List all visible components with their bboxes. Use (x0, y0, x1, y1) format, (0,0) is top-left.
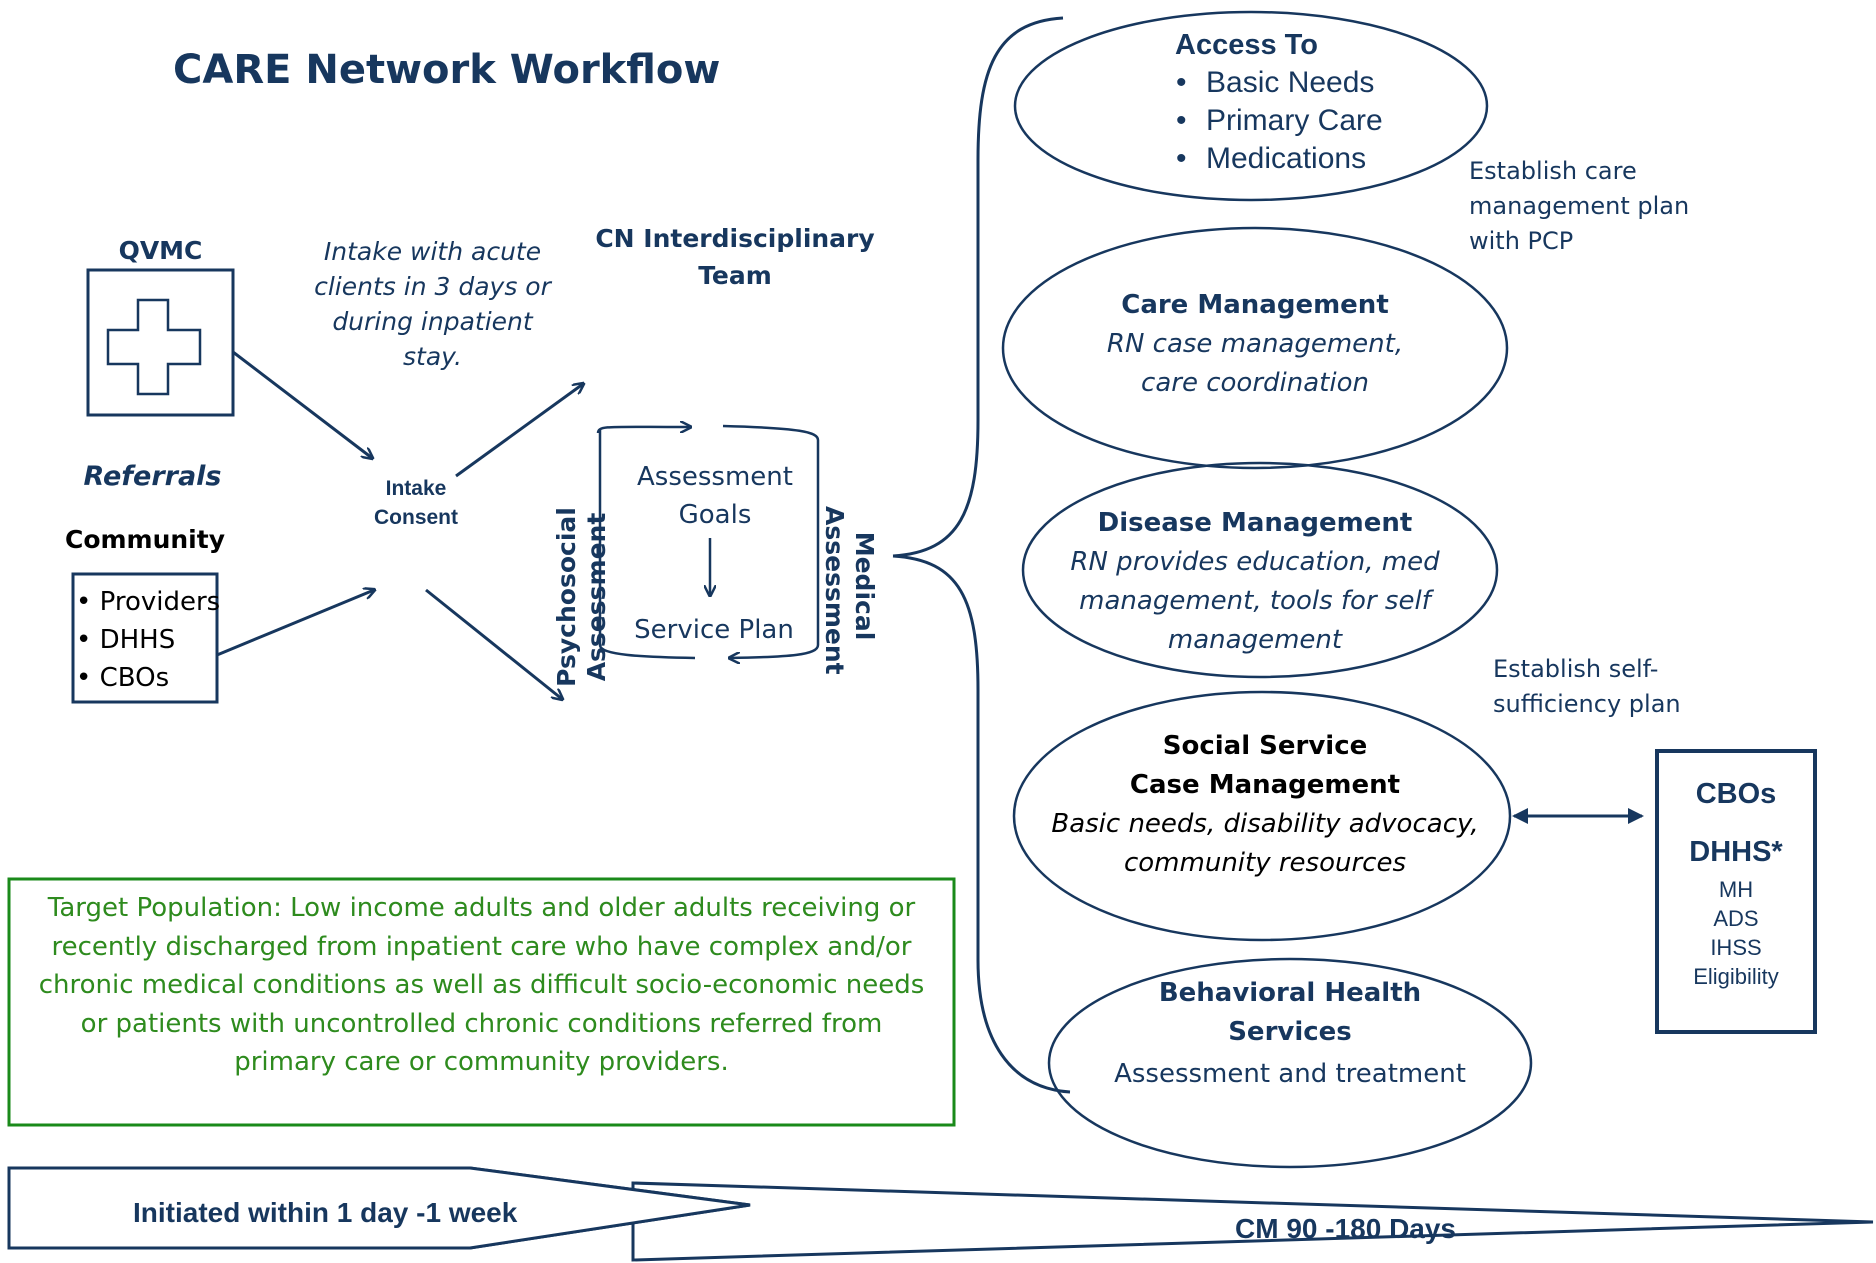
arrow-qvmc-to-intake (232, 350, 372, 458)
care-management-text: Care Management RN case management, care… (1055, 286, 1455, 403)
cycle-top-right (722, 424, 820, 441)
access-item-primary-care: Primary Care (1172, 102, 1383, 140)
social-service-text: Social Service Case Management Basic nee… (1040, 727, 1490, 883)
cycle-top-arrow (596, 427, 690, 434)
timeline-initiated-label: Initiated within 1 day -1 week (133, 1197, 518, 1228)
partners-cbos: CBOs (1695, 778, 1777, 810)
cycle-bottom-left (598, 644, 696, 660)
self-sufficiency-note: Establish self- sufficiency plan (1493, 655, 1681, 718)
social-service-ellipse (1012, 690, 1512, 942)
target-population-text: Target Population: Low income adults and… (38, 893, 925, 1077)
cycle-bottom-arrow (730, 644, 820, 658)
team-title: CN Interdisciplinary Team (595, 224, 875, 290)
arrow-intake-to-psychosocial (425, 588, 562, 699)
qvmc-box (86, 268, 235, 417)
access-list: Basic Needs Primary Care Medications (1172, 64, 1383, 178)
partners-box (1655, 749, 1817, 1034)
behavioral-health-title-1: Behavioral Health (1158, 978, 1422, 1008)
community-item-dhhs: • DHHS (76, 625, 176, 655)
community-list: • Providers • DHHS • CBOs (76, 583, 220, 697)
qvmc-label: QVMC (118, 236, 203, 265)
community-label: Community (64, 525, 226, 554)
community-item-cbos: • CBOs (76, 663, 170, 693)
medical-cross-icon (106, 298, 202, 396)
community-box (71, 572, 219, 704)
care-management-ellipse (1001, 226, 1509, 470)
disease-management-title: Disease Management (1097, 508, 1413, 538)
partners-text: CBOs DHHS* MH ADS IHSS Eligibility (1657, 777, 1815, 991)
access-item-basic-needs: Basic Needs (1172, 64, 1383, 102)
access-ellipse (1013, 10, 1489, 202)
arrow-intake-to-team (455, 384, 583, 478)
timeline-cm-label: CM 90 -180 Days (1235, 1213, 1457, 1244)
target-population-box (7, 877, 956, 1127)
care-management-title: Care Management (1121, 290, 1389, 320)
social-service-title-2: Case Management (1129, 770, 1401, 800)
cycle-assessment: Assessment (637, 462, 793, 492)
cycle-goals: Goals (678, 500, 752, 530)
psychosocial-assessment-label: Psychosocial Assessment (552, 507, 611, 687)
community-item-providers: • Providers (76, 587, 221, 617)
disease-management-ellipse (1021, 461, 1499, 679)
care-plan-note: Establish care management plan with PCP (1469, 157, 1690, 255)
cycle-service-plan: Service Plan (634, 615, 794, 645)
medical-assessment-label: Medical Assessment (820, 506, 879, 675)
intake-note: Intake with acute clients in 3 days or d… (314, 237, 551, 371)
arrow-community-to-intake (216, 590, 374, 657)
access-title: Access To (1175, 29, 1318, 61)
page-title: CARE Network Workflow (173, 47, 721, 93)
behavioral-health-ellipse (1047, 957, 1533, 1169)
referrals-label: Referrals (83, 461, 222, 492)
services-brace-top (892, 16, 1064, 558)
behavioral-health-title-2: Services (1228, 1017, 1352, 1047)
disease-management-text: Disease Management RN provides education… (1040, 504, 1470, 660)
intake-consent-label: Intake Consent (374, 477, 458, 529)
social-service-title-1: Social Service (1162, 731, 1368, 761)
behavioral-health-text: Behavioral Health Services Assessment an… (1095, 974, 1485, 1094)
services-brace-bottom (892, 554, 1071, 1094)
partners-dhhs: DHHS* (1689, 836, 1783, 868)
access-item-medications: Medications (1172, 140, 1383, 178)
timeline-arrow-initiated-overlay (7, 1166, 751, 1250)
